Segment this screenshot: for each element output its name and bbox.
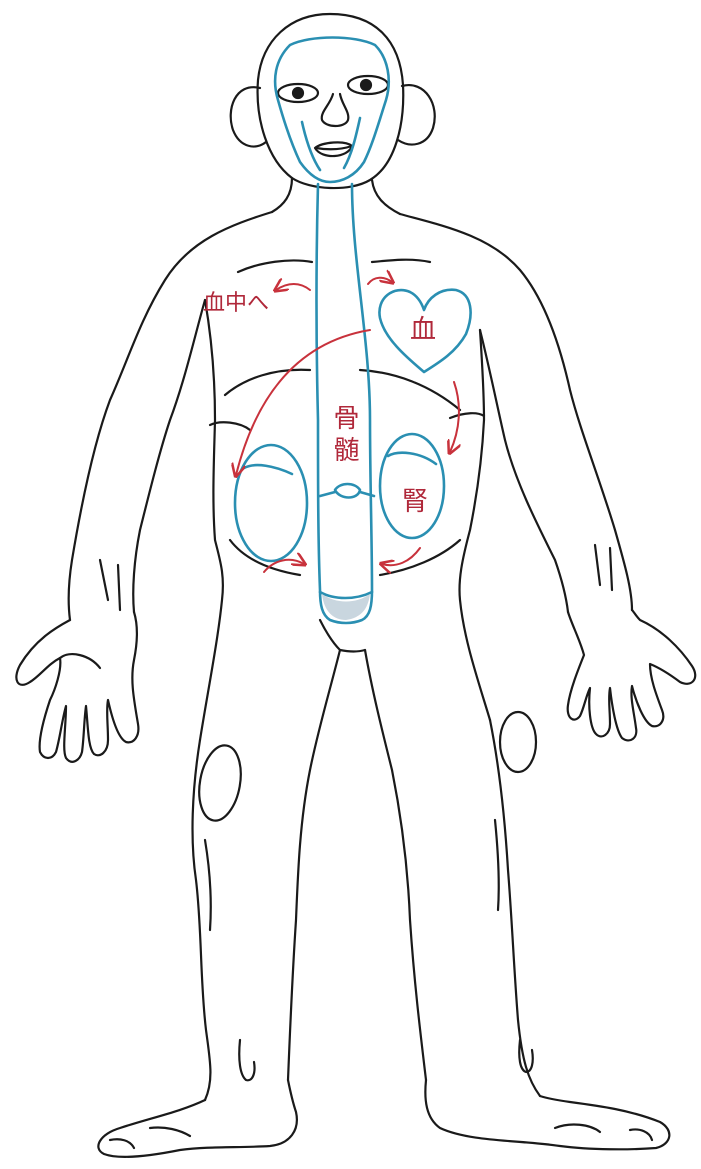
label-blood-in: 血中へ — [203, 291, 269, 316]
rib-line-right — [360, 370, 460, 410]
left-kidney — [235, 445, 307, 561]
torso-left — [200, 300, 223, 740]
left-leg-outer — [193, 740, 211, 1100]
arrow-to-blood-left — [276, 284, 310, 290]
right-hand — [568, 610, 696, 740]
body-outline — [16, 14, 695, 1157]
right-foot — [425, 1080, 669, 1149]
face-channel — [275, 38, 389, 183]
right-leg-inner — [365, 650, 426, 1080]
right-forearm-crease — [595, 545, 612, 590]
torso-right — [459, 330, 490, 720]
nose — [322, 94, 349, 126]
left-leg-inner — [288, 650, 340, 1080]
crotch — [320, 620, 365, 652]
arrow-to-heart — [368, 278, 392, 284]
arrow-right-kidney-to-marrow — [382, 548, 420, 565]
chest-line-left — [238, 260, 312, 272]
label-bone-marrow: 骨髄 — [329, 404, 359, 468]
rib-line-left — [225, 370, 310, 395]
left-knee — [194, 742, 247, 824]
label-kidney: 腎 — [402, 487, 428, 517]
marrow-outline — [335, 484, 360, 498]
right-arm-inner — [480, 330, 568, 612]
right-kidney — [380, 434, 444, 538]
torso-divider-right — [380, 540, 460, 575]
chest-line-right — [372, 260, 430, 262]
right-knee — [500, 712, 536, 772]
right-arm-outer — [400, 214, 632, 610]
spine-base — [320, 592, 372, 598]
neck-right — [372, 180, 400, 214]
left-forearm-crease — [100, 560, 120, 610]
neck-left — [272, 178, 292, 212]
left-arm-inner — [133, 300, 205, 612]
label-blood: 血 — [410, 315, 436, 345]
left-hand — [16, 612, 138, 762]
left-foot — [98, 1080, 297, 1157]
